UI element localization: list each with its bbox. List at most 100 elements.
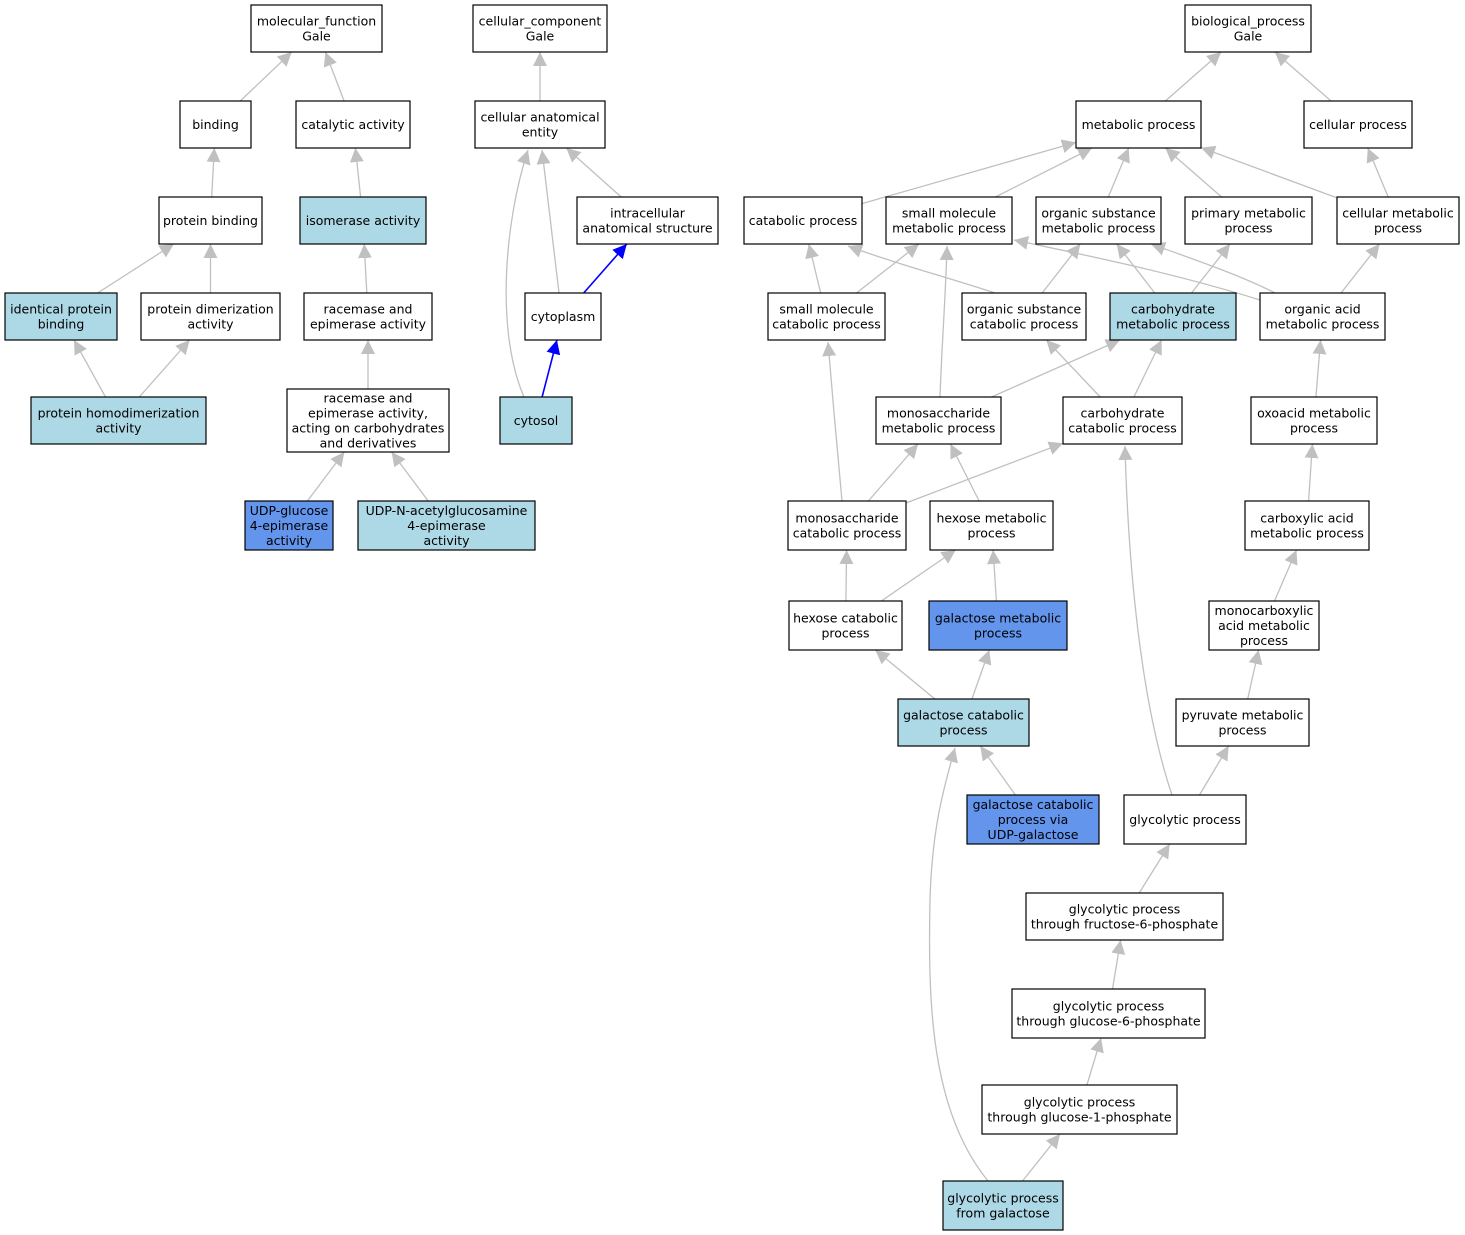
edge-racemase-to-isomerase: [357, 243, 372, 294]
node-cytoplasm[interactable]: cytoplasm: [524, 292, 602, 341]
node-box: [787, 500, 907, 551]
edge-cellmetab-to-cellproc: [1366, 147, 1389, 198]
node-label-line: molecular_function: [257, 14, 376, 29]
edge-galcat-to-galmetab: [971, 649, 992, 700]
node-box: [474, 100, 606, 149]
node-label-line: metabolic process: [1116, 317, 1230, 332]
edge-carbcat-to-orgcat: [1045, 339, 1101, 398]
node-catab[interactable]: catabolic process: [743, 196, 863, 245]
node-cytosol[interactable]: cytosol: [499, 396, 573, 445]
node-label-line: process: [1374, 221, 1422, 236]
node-label-line: glycolytic process: [1024, 1095, 1135, 1110]
edge-galmetab-to-hexmetab: [987, 549, 1001, 602]
node-label-line: pyruvate metabolic: [1182, 708, 1304, 723]
edge-oxoacid-to-orgacid: [1312, 339, 1327, 398]
node-label-line: galactose metabolic: [935, 611, 1061, 626]
node-box: [1025, 892, 1224, 941]
node-catalytic[interactable]: catalytic activity: [295, 100, 411, 149]
edge-glygal-to-glyg1p: [1021, 1133, 1061, 1182]
node-label-line: small molecule: [779, 302, 874, 317]
node-label-line: catabolic process: [1068, 421, 1177, 436]
node-box: [1175, 698, 1310, 747]
node-label-line: activity: [423, 533, 470, 548]
node-box: [524, 292, 602, 341]
node-label-line: carbohydrate: [1131, 302, 1215, 317]
node-label-line: cytoplasm: [531, 309, 596, 324]
edge-glyg6p-to-glyf6p: [1111, 939, 1126, 990]
node-label-line: catabolic process: [793, 526, 902, 541]
node-glycolytic[interactable]: glycolytic process: [1123, 794, 1247, 845]
node-cellproc[interactable]: cellular process: [1303, 100, 1413, 149]
node-label-line: UDP-glucose: [250, 503, 329, 518]
edge-glygal-to-galcat: [928, 747, 989, 1182]
node-binding[interactable]: binding: [179, 100, 252, 149]
node-label-line: glycolytic process: [1053, 999, 1164, 1014]
edge-cytoplasm-to-intracell: [583, 243, 628, 294]
edge-carbmetab-to-orgsubst: [1116, 243, 1156, 294]
node-label-line: racemase and: [324, 391, 413, 406]
node-label-line: monocarboxylic: [1215, 603, 1314, 618]
node-box: [929, 500, 1054, 551]
node-label-line: protein dimerization: [147, 302, 273, 317]
node-label-line: glycolytic process: [947, 1191, 1058, 1206]
node-label-line: monosaccharide: [795, 511, 898, 526]
node-box: [966, 794, 1100, 845]
node-box: [767, 292, 886, 341]
node-label-line: organic substance: [1041, 206, 1156, 221]
node-metab[interactable]: metabolic process: [1075, 100, 1202, 149]
node-label-line: process: [821, 626, 869, 641]
edge-orgcat-to-catab: [847, 244, 996, 294]
edge-cellmetab-to-metab: [1200, 145, 1338, 199]
edge-hexcat-to-hexmetab: [880, 549, 957, 602]
node-label-line: cellular_component: [479, 14, 602, 29]
node-udpnac[interactable]: UDP-N-acetylglucosamine4-epimeraseactivi…: [357, 500, 536, 551]
edge-carbmetab-to-primary: [1190, 243, 1231, 294]
edge-binding-to-mf: [239, 51, 293, 102]
node-label-line: UDP-galactose: [988, 827, 1079, 842]
node-isomerase[interactable]: isomerase activity: [299, 196, 427, 245]
edge-protbind-to-binding: [206, 147, 221, 198]
node-protbind[interactable]: protein binding: [158, 196, 263, 245]
node-label-line: cellular metabolic: [1342, 206, 1454, 221]
node-box: [1184, 196, 1313, 245]
node-label-line: from galactose: [956, 1206, 1050, 1221]
edge-monometab-to-carbmetab: [991, 339, 1121, 398]
node-box: [250, 4, 383, 53]
edge-catalytic-to-mf: [323, 51, 345, 102]
